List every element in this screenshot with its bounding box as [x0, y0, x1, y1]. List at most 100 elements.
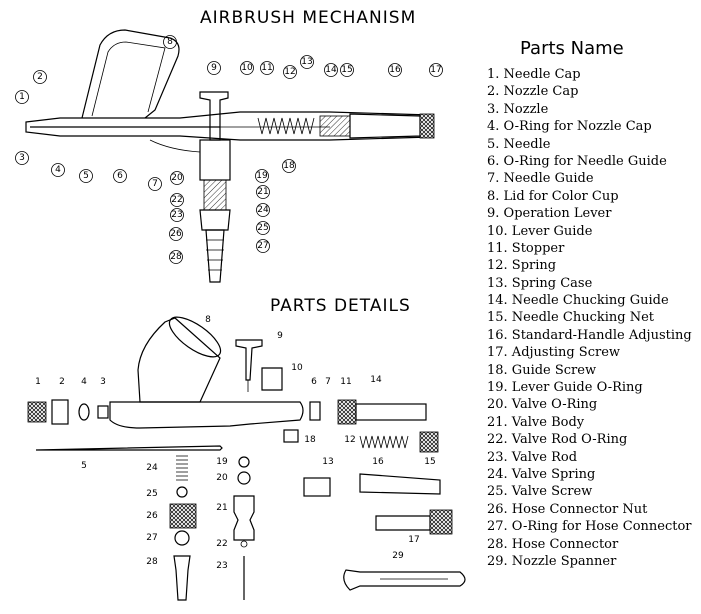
- part-item: 26. Hose Connector Nut: [487, 501, 648, 517]
- mech-label-4: 4: [51, 163, 65, 177]
- svg-text:26: 26: [170, 229, 182, 239]
- mech-label-6: 6: [113, 169, 127, 183]
- part-item: 28. Hose Connector: [487, 536, 619, 552]
- svg-text:2: 2: [37, 72, 43, 82]
- svg-text:9: 9: [211, 63, 217, 73]
- svg-text:5: 5: [83, 171, 89, 181]
- detail-label-1: 1: [35, 377, 41, 387]
- svg-text:11: 11: [261, 63, 272, 73]
- detail-label-14: 14: [370, 375, 382, 385]
- part-item: 1. Needle Cap: [487, 67, 581, 82]
- part-item: 13. Spring Case: [487, 275, 593, 291]
- part-item: 7. Needle Guide: [487, 171, 594, 187]
- mech-label-27: 27: [256, 239, 270, 253]
- details-drawing: 1 2 3 4 5 6 7 8 9 10 11 12 13 14 15 16 1…: [27, 315, 466, 601]
- part-item: 27. O-Ring for Hose Connector: [487, 519, 692, 535]
- part-item: 25. Valve Screw: [487, 484, 593, 500]
- detail-label-24: 24: [146, 463, 158, 473]
- part-item: 24. Valve Spring: [487, 466, 596, 482]
- detail-label-22: 22: [216, 539, 227, 549]
- part-item: 9. Operation Lever: [487, 206, 612, 222]
- part-item: 8. Lid for Color Cup: [487, 188, 619, 204]
- mech-body: [25, 111, 431, 141]
- svg-text:27: 27: [257, 241, 268, 251]
- svg-text:24: 24: [257, 205, 269, 215]
- detail-label-9: 9: [277, 331, 283, 341]
- mech-label-9: 9: [207, 61, 221, 75]
- svg-text:14: 14: [325, 65, 337, 75]
- part-item: 12. Spring: [487, 258, 557, 274]
- mech-label-23: 23: [170, 208, 184, 222]
- svg-text:8: 8: [167, 37, 173, 47]
- part-item: 6. O-Ring for Needle Guide: [487, 153, 667, 169]
- mech-label-20: 20: [170, 171, 184, 185]
- detail-label-29: 29: [392, 551, 404, 561]
- detail-label-12: 12: [344, 435, 355, 445]
- mech-label-28: 28: [169, 250, 183, 264]
- parts-name-heading: Parts Name: [520, 38, 624, 59]
- part-item: 2. Nozzle Cap: [487, 84, 579, 100]
- detail-label-20: 20: [216, 473, 228, 483]
- detail-label-4: 4: [81, 377, 87, 387]
- detail-label-28: 28: [146, 557, 158, 567]
- detail-label-19: 19: [216, 457, 228, 467]
- detail-label-23: 23: [216, 561, 227, 571]
- svg-text:16: 16: [389, 65, 401, 75]
- part-item: 22. Valve Rod O-Ring: [487, 432, 628, 448]
- svg-text:10: 10: [241, 63, 253, 73]
- part-item: 21. Valve Body: [487, 414, 585, 430]
- svg-text:20: 20: [171, 173, 183, 183]
- part-item: 19. Lever Guide O-Ring: [487, 380, 643, 396]
- parts-list: 1. Needle Cap 2. Nozzle Cap 3. Nozzle 4.…: [487, 66, 692, 570]
- detail-label-5: 5: [81, 461, 87, 471]
- part-item: 16. Standard-Handle Adjusting: [487, 327, 692, 343]
- mech-label-22: 22: [170, 193, 184, 207]
- svg-text:25: 25: [257, 223, 268, 233]
- part-item: 11. Stopper: [487, 240, 565, 256]
- detail-label-8: 8: [205, 315, 211, 325]
- mech-label-10: 10: [240, 61, 254, 75]
- part-item: 4. O-Ring for Nozzle Cap: [487, 119, 652, 135]
- part-item: 3. Nozzle: [487, 101, 549, 117]
- mech-label-16: 16: [388, 63, 402, 77]
- svg-text:7: 7: [152, 179, 158, 189]
- part-item: 29. Nozzle Spanner: [487, 553, 617, 569]
- svg-text:15: 15: [341, 65, 352, 75]
- mechanism-title: AIRBRUSH MECHANISM: [200, 8, 417, 28]
- svg-text:12: 12: [284, 67, 295, 77]
- detail-nozzle-spanner: [343, 569, 466, 591]
- mech-label-13: 13: [300, 55, 314, 69]
- part-item: 15. Needle Chucking Net: [487, 310, 655, 326]
- svg-text:22: 22: [171, 195, 182, 205]
- svg-text:17: 17: [430, 65, 441, 75]
- part-item: 17. Adjusting Screw: [487, 345, 621, 361]
- mech-label-15: 15: [340, 63, 354, 77]
- mech-label-7: 7: [148, 177, 162, 191]
- svg-text:18: 18: [283, 161, 295, 171]
- detail-label-10: 10: [291, 363, 303, 373]
- detail-label-18: 18: [304, 435, 316, 445]
- mech-label-21: 21: [256, 185, 270, 199]
- svg-text:3: 3: [19, 153, 25, 163]
- mech-label-14: 14: [324, 63, 338, 77]
- detail-color-cup: [137, 317, 221, 403]
- detail-label-11: 11: [340, 377, 351, 387]
- part-item: 18. Guide Screw: [487, 362, 597, 378]
- part-item: 14. Needle Chucking Guide: [487, 293, 669, 309]
- detail-label-6: 6: [311, 377, 317, 387]
- svg-text:13: 13: [301, 57, 312, 67]
- svg-text:21: 21: [257, 187, 268, 197]
- detail-label-7: 7: [325, 377, 331, 387]
- mech-label-1: 1: [15, 90, 29, 104]
- detail-label-16: 16: [372, 457, 384, 467]
- svg-text:4: 4: [55, 165, 61, 175]
- mech-label-25: 25: [256, 221, 270, 235]
- mech-label-26: 26: [169, 227, 183, 241]
- details-title: PARTS DETAILS: [270, 296, 411, 316]
- svg-text:6: 6: [117, 171, 123, 181]
- mech-label-8: 8: [163, 35, 177, 49]
- svg-text:1: 1: [19, 92, 25, 102]
- detail-label-25: 25: [146, 489, 157, 499]
- mech-label-19: 19: [255, 169, 269, 183]
- svg-text:23: 23: [171, 210, 182, 220]
